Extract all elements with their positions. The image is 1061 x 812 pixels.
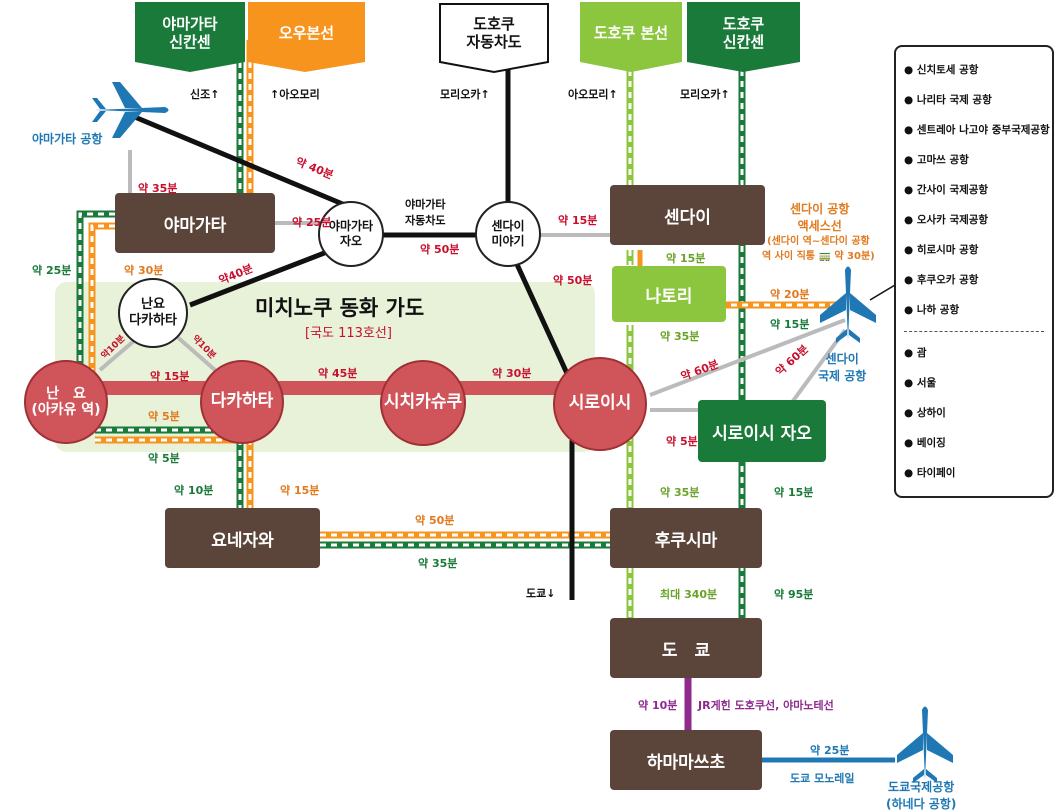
station-yamagata[interactable]: 야마가타 xyxy=(115,193,275,253)
header-tohoku-shinkansen: 도호쿠 신칸센 xyxy=(722,15,765,51)
haneda-airport-plane-icon xyxy=(897,706,953,783)
time-car-30: 약 30분 xyxy=(492,367,532,380)
time-main-35-fukushima: 약 35분 xyxy=(660,486,700,499)
header-tohoku-main-line: 도호쿠 본선 xyxy=(593,24,669,42)
time-shin-15-zao: 약 15분 xyxy=(770,318,810,331)
legend-international-list: ● 괌 ● 서울 ● 상하이 ● 베이징 ● 타이페이 xyxy=(904,338,1044,488)
sendai-access-title: 센다이 공항 액세스선 xyxy=(790,202,850,233)
time-ou-15: 약 15분 xyxy=(280,484,320,497)
expressway-lines xyxy=(129,60,575,600)
legend-domestic-item: ● 후쿠오카 공항 xyxy=(904,274,979,286)
legend-international-item: ● 서울 xyxy=(904,377,937,389)
header-tohoku-shinkansen-bg xyxy=(687,2,800,72)
monorail-label: 도쿄 모노레일 xyxy=(790,772,855,785)
time-car-5: 약 5분 xyxy=(666,435,698,448)
time-car-15-sendai: 약 15분 xyxy=(558,214,598,227)
direction-morioka-exp: 모리오카↑ xyxy=(440,88,490,101)
station-hamamatsucho[interactable]: 하마마쓰초 xyxy=(610,730,762,790)
sendai-access-note: (센다이 역~센다이 공항 역 사이 직통 🚃 약 30분) xyxy=(762,236,875,262)
time-shin-95: 약 95분 xyxy=(774,588,814,601)
time-ou-50: 약 50분 xyxy=(415,514,455,527)
airport-sendai-label: 센다이 국제 공항 xyxy=(818,352,867,383)
expressway-name: 야마가타 자동차도 xyxy=(405,198,446,227)
direction-tokyo-down: 도쿄↓ xyxy=(526,587,556,600)
header-ou-line-bg xyxy=(248,2,365,72)
time-access-20: 약 20분 xyxy=(770,288,810,301)
station-fukushima[interactable]: 후쿠시마 xyxy=(610,508,762,568)
direction-aomori: ↑아오모리 xyxy=(270,88,320,101)
time-shin-10: 약 10분 xyxy=(174,484,214,497)
header-yamagata-shinkansen-bg xyxy=(135,2,245,72)
road-name: 미치노쿠 동화 가도 xyxy=(255,296,425,320)
city-nanyo[interactable]: 난 요 (아카유 역) xyxy=(24,360,108,444)
station-shiroishi-zao[interactable]: 시로이시 자오 xyxy=(698,400,826,462)
legend-domestic-item: ● 나리타 국제 공항 xyxy=(904,94,992,106)
legend-domestic-item: ● 간사이 국제공항 xyxy=(904,184,989,196)
time-yamagata-airport-car: 약 35분 xyxy=(138,182,178,195)
header-tohoku-main-bg xyxy=(580,2,682,72)
jr-keihin-line-label: JR게힌 도호쿠선, 야마노테선 xyxy=(698,699,834,712)
ic-yamagata-zao[interactable]: 야마가타 자오 xyxy=(318,201,384,267)
time-car-45: 약 45분 xyxy=(318,367,358,380)
direction-aomori-main: 아오모리↑ xyxy=(568,88,618,101)
city-takahata[interactable]: 다카하타 xyxy=(200,360,284,444)
legend-international-item: ● 상하이 xyxy=(904,407,946,419)
time-jr-10: 약 10분 xyxy=(638,699,678,712)
time-yamagata-shin-25: 약 25분 xyxy=(32,264,72,277)
time-shin-5: 약 5분 xyxy=(148,452,180,465)
legend-domestic-item: ● 고마쓰 공항 xyxy=(904,154,969,166)
legend-domestic-item: ● 신치토세 공항 xyxy=(904,64,979,76)
direction-shinjo: 신조↑ xyxy=(190,88,220,101)
time-main-15-natori: 약 15분 xyxy=(666,252,706,265)
time-train-5-ou: 약 5분 xyxy=(148,410,180,423)
header-tohoku-expressway-bg xyxy=(439,3,549,74)
station-tokyo[interactable]: 도 쿄 xyxy=(610,618,762,678)
time-shin-35-yonezawa: 약 35분 xyxy=(418,557,458,570)
time-monorail-25: 약 25분 xyxy=(810,744,850,757)
airport-legend: ● 신치토세 공항 ● 나리타 국제 공항 ● 센트레아 나고야 중부국제공항 ● 고… xyxy=(894,45,1054,498)
station-yonezawa[interactable]: 요네자와 xyxy=(165,508,320,568)
time-main-35: 약 35분 xyxy=(660,330,700,343)
time-car-50-diag: 약 50분 xyxy=(553,274,593,287)
city-shichikashuku[interactable]: 시치카슈쿠 xyxy=(380,360,466,446)
legend-domestic-item: ● 히로시마 공항 xyxy=(904,244,979,256)
city-shiroishi[interactable]: 시로이시 xyxy=(553,357,647,451)
time-shin-15-fukushima: 약 15분 xyxy=(774,486,814,499)
ic-sendai-miyagi[interactable]: 센다이 미야기 xyxy=(475,201,541,267)
legend-international-item: ● 타이페이 xyxy=(904,467,956,479)
legend-international-item: ● 괌 xyxy=(904,347,927,359)
header-tohoku-expressway: 도호쿠 자동차도 xyxy=(466,15,522,51)
airport-haneda-label: 도쿄국제공항 (하네다 공항) xyxy=(886,780,957,811)
ic-nanyo-takahata[interactable]: 난요 다카하타 xyxy=(118,278,188,348)
time-ou-30: 약 30분 xyxy=(124,264,164,277)
sendai-airport-plane-icon xyxy=(820,266,876,343)
legend-divider xyxy=(904,331,1044,332)
time-car-25: 약 25분 xyxy=(292,216,332,229)
legend-domestic-item: ● 오사카 국제공항 xyxy=(904,214,989,226)
yamagata-airport-plane-icon xyxy=(92,82,169,138)
time-car-50-exp: 약 50분 xyxy=(420,243,460,256)
legend-domestic-item: ● 센트레아 나고야 중부국제공항 xyxy=(904,124,1050,136)
legend-domestic-list: ● 신치토세 공항 ● 나리타 국제 공항 ● 센트레아 나고야 중부국제공항 ● 고… xyxy=(904,55,1050,325)
station-sendai[interactable]: 센다이 xyxy=(610,185,765,245)
header-yamagata-shinkansen: 야마가타 신칸센 xyxy=(162,15,218,51)
legend-international-item: ● 베이징 xyxy=(904,437,946,449)
direction-morioka-shin: 모리오카↑ xyxy=(680,88,730,101)
time-main-max-340: 최대 340분 xyxy=(660,588,718,601)
legend-domestic-item: ● 나하 공항 xyxy=(904,304,960,316)
header-ou-line: 오우본선 xyxy=(278,24,335,42)
road-route-number: [국도 113호선] xyxy=(305,326,392,341)
airport-yamagata-label: 야마가타 공항 xyxy=(32,132,103,146)
time-car-15-nanyo: 약 15분 xyxy=(150,370,190,383)
station-natori[interactable]: 나토리 xyxy=(612,266,726,322)
